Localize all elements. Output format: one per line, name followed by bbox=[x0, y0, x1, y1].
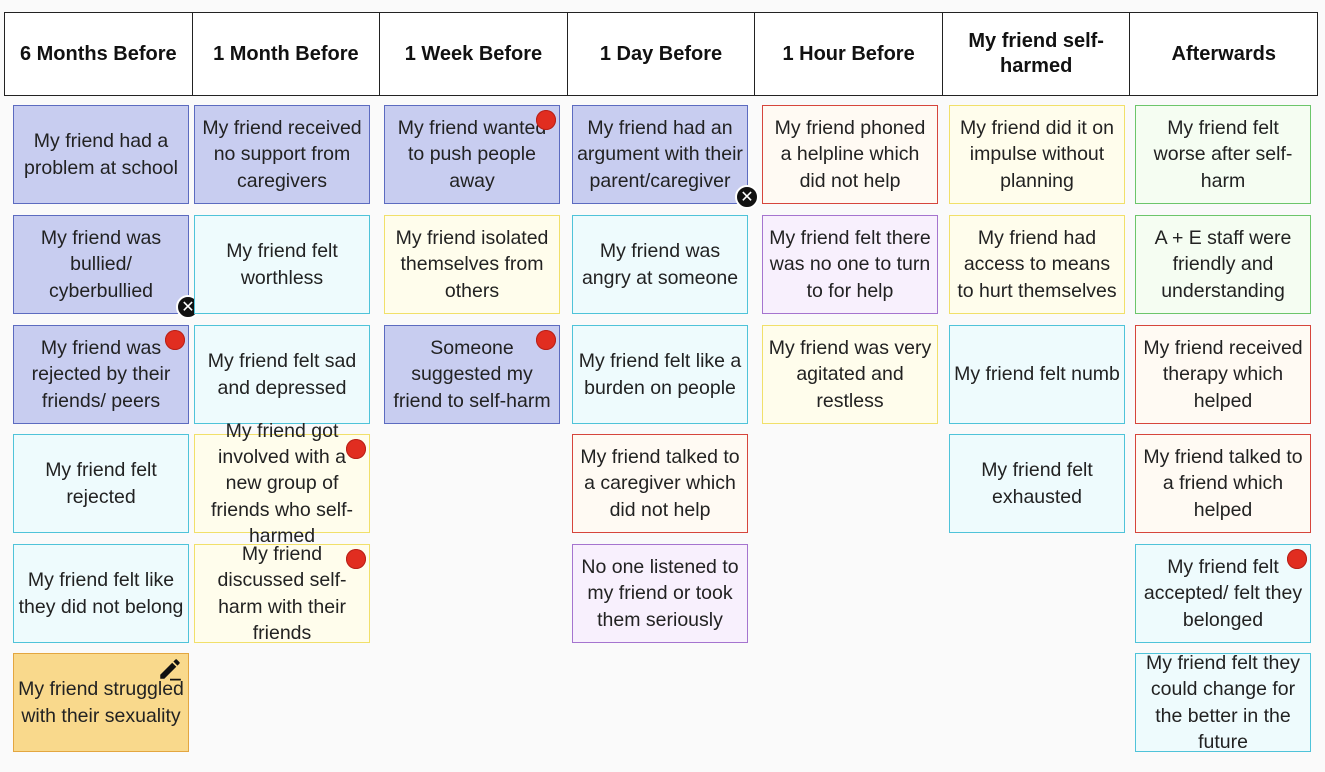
column-header-1-week-before: 1 Week Before bbox=[380, 13, 568, 95]
card-col3-item1[interactable]: My friend wanted to push people away bbox=[384, 105, 560, 204]
card-col5-item3[interactable]: My friend was very agitated and restless bbox=[762, 325, 938, 424]
red-dot-marker bbox=[536, 330, 556, 350]
card-col4-item4[interactable]: My friend talked to a caregiver which di… bbox=[572, 434, 748, 533]
card-col3-item2[interactable]: My friend isolated themselves from other… bbox=[384, 215, 560, 314]
timeline-header: 6 Months Before 1 Month Before 1 Week Be… bbox=[4, 12, 1318, 96]
card-col7-item6[interactable]: My friend felt they could change for the… bbox=[1135, 652, 1311, 753]
card-col7-item5[interactable]: My friend felt accepted/ felt they belon… bbox=[1135, 544, 1311, 643]
card-col7-item1[interactable]: My friend felt worse after self-harm bbox=[1135, 105, 1311, 204]
card-col6-item3[interactable]: My friend felt numb bbox=[949, 325, 1125, 424]
red-dot-marker bbox=[165, 330, 185, 350]
card-col7-item3[interactable]: My friend received therapy which helped bbox=[1135, 325, 1311, 424]
card-col1-item1[interactable]: My friend had a problem at school bbox=[13, 105, 189, 204]
card-col2-item4[interactable]: My friend got involved with a new group … bbox=[194, 420, 370, 547]
card-col1-item4[interactable]: My friend felt rejected bbox=[13, 434, 189, 533]
column-header-1-hour-before: 1 Hour Before bbox=[755, 13, 943, 95]
card-col1-item5[interactable]: My friend felt like they did not belong bbox=[13, 544, 189, 643]
close-icon[interactable]: ✕ bbox=[735, 185, 759, 209]
card-col5-item2[interactable]: My friend felt there was no one to turn … bbox=[762, 215, 938, 314]
card-col7-item4[interactable]: My friend talked to a friend which helpe… bbox=[1135, 434, 1311, 533]
card-col4-item3[interactable]: My friend felt like a burden on people bbox=[572, 325, 748, 424]
column-header-1-month-before: 1 Month Before bbox=[193, 13, 381, 95]
pencil-icon[interactable] bbox=[157, 656, 183, 682]
column-header-6-months-before: 6 Months Before bbox=[5, 13, 193, 95]
card-col2-item1[interactable]: My friend received no support from careg… bbox=[194, 105, 370, 204]
card-col1-item3[interactable]: My friend was rejected by their friends/… bbox=[13, 325, 189, 424]
card-col6-item2[interactable]: My friend had access to means to hurt th… bbox=[949, 215, 1125, 314]
card-col4-item5[interactable]: No one listened to my friend or took the… bbox=[572, 544, 748, 643]
card-col6-item1[interactable]: My friend did it on impulse without plan… bbox=[949, 105, 1125, 204]
card-col2-item2[interactable]: My friend felt worthless bbox=[194, 215, 370, 314]
red-dot-marker bbox=[346, 549, 366, 569]
card-col2-item5[interactable]: My friend discussed self-harm with their… bbox=[194, 543, 370, 644]
card-col7-item2[interactable]: A + E staff were friendly and understand… bbox=[1135, 215, 1311, 314]
red-dot-marker bbox=[536, 110, 556, 130]
card-col5-item1[interactable]: My friend phoned a helpline which did no… bbox=[762, 105, 938, 204]
card-col2-item3[interactable]: My friend felt sad and depressed bbox=[194, 325, 370, 424]
column-header-afterwards: Afterwards bbox=[1171, 42, 1276, 65]
red-dot-marker bbox=[346, 439, 366, 459]
card-col1-item6[interactable]: My friend struggled with their sexuality bbox=[13, 653, 189, 752]
card-col4-item1[interactable]: My friend had an argument with their par… bbox=[572, 105, 748, 204]
column-header-self-harmed: My friend self-harmed bbox=[943, 13, 1131, 95]
card-col3-item3[interactable]: Someone suggested my friend to self-harm bbox=[384, 325, 560, 424]
card-col6-item4[interactable]: My friend felt exhausted bbox=[949, 434, 1125, 533]
column-header-1-day-before: 1 Day Before bbox=[568, 13, 756, 95]
card-col4-item2[interactable]: My friend was angry at someone bbox=[572, 215, 748, 314]
card-col1-item2[interactable]: My friend was bullied/ cyberbullied bbox=[13, 215, 189, 314]
red-dot-marker bbox=[1287, 549, 1307, 569]
